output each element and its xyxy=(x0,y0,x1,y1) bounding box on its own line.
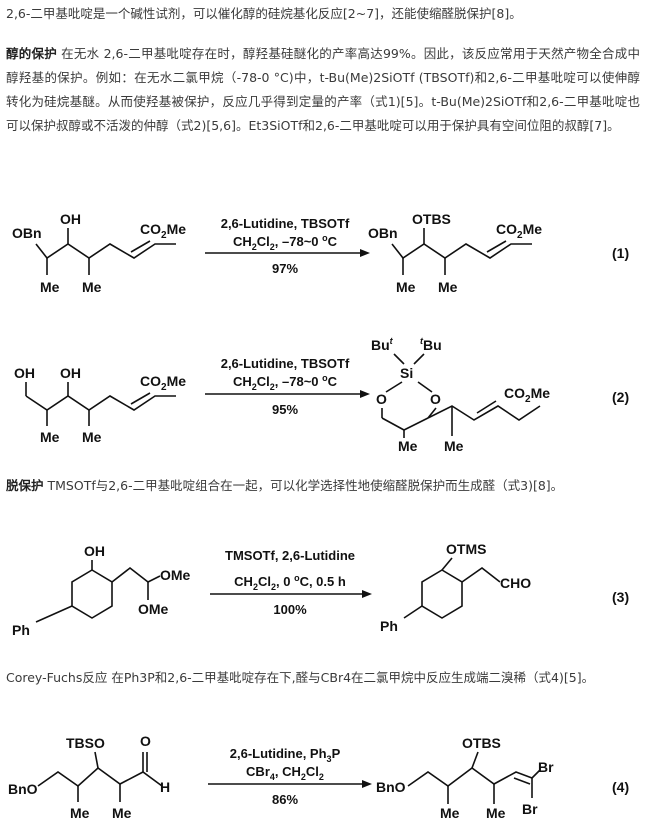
label-otms: OTMS xyxy=(446,541,486,557)
label-ph-product: Ph xyxy=(380,618,398,634)
label-me-1: Me xyxy=(40,279,60,295)
label-me-2: Me xyxy=(112,805,132,821)
label-me-2: Me xyxy=(82,429,102,445)
solvent-text: CH2Cl2, –78~0 oC xyxy=(233,233,338,252)
label-obn-product: OBn xyxy=(368,225,398,241)
label-h: H xyxy=(160,779,170,795)
label-oh: OH xyxy=(60,211,81,227)
label-si: Si xyxy=(400,365,413,381)
label-otbs: OTBS xyxy=(462,735,501,751)
solvent-text: CH2Cl2, 0 oC, 0.5 h xyxy=(234,573,346,592)
reagent-text: 2,6-Lutidine, TBSOTf xyxy=(221,216,350,231)
protection-title: 醇的保护 xyxy=(6,46,57,61)
scheme-4: TBSO O H BnO Me Me 2,6-Lutidine, Ph3P CB… xyxy=(8,733,629,821)
label-me-3: Me xyxy=(440,805,460,821)
label-o-1: O xyxy=(376,391,387,407)
scheme-3-product: Ph OTMS CHO xyxy=(380,541,531,634)
label-ome-2: OMe xyxy=(138,601,169,617)
scheme-2-product: But tBu Si O O Me Me CO2Me xyxy=(371,336,550,454)
scheme-2-conditions: 2,6-Lutidine, TBSOTf CH2Cl2, –78~0 oC 95… xyxy=(205,356,370,417)
label-cho: CHO xyxy=(500,575,531,591)
label-me-3: Me xyxy=(396,279,416,295)
scheme-3-reactant: Ph OH OMe OMe xyxy=(12,543,191,638)
label-oh-2: OH xyxy=(60,365,81,381)
label-co2me: CO2Me xyxy=(140,221,186,241)
label-br-1: Br xyxy=(538,759,554,775)
scheme-1-reactant: OBn OH Me Me CO2Me xyxy=(12,211,186,295)
scheme-3-conditions: TMSOTf, 2,6-Lutidine CH2Cl2, 0 oC, 0.5 h… xyxy=(210,548,372,617)
scheme-1: OBn OH Me Me CO2Me 2,6-Lutidine, TBSOTf … xyxy=(12,211,629,295)
label-oh-1: OH xyxy=(14,365,35,381)
deprotection-text: TMSOTf与2,6-二甲基吡啶组合在一起，可以化学选择性地使缩醛脱保护而生成醛… xyxy=(47,478,564,493)
corey-fuchs-text: 在Ph3P和2,6-二甲基吡啶存在下,醛与CBr4在二氯甲烷中反应生成端二溴稀（… xyxy=(111,670,595,685)
intro-paragraph: 2,6-二甲基吡啶是一个碱性试剂，可以催化醇的硅烷基化反应[2~7]，还能使缩醛… xyxy=(6,6,522,21)
label-tbu-2: tBu xyxy=(420,336,442,353)
scheme-2-reactant: OH OH Me Me CO2Me xyxy=(14,365,186,445)
label-o-2: O xyxy=(430,391,441,407)
label-obn: OBn xyxy=(12,225,42,241)
label-me-1: Me xyxy=(40,429,60,445)
scheme-4-reactant: TBSO O H BnO Me Me xyxy=(8,733,170,821)
label-me-1: Me xyxy=(70,805,90,821)
label-bno: BnO xyxy=(8,781,38,797)
corey-fuchs-paragraph: Corey-Fuchs反应 在Ph3P和2,6-二甲基吡啶存在下,醛与CBr4在… xyxy=(6,666,640,690)
equation-number-2: (2) xyxy=(612,389,629,405)
label-br-2: Br xyxy=(522,801,538,817)
label-me-4: Me xyxy=(438,279,458,295)
reagent-text: 2,6-Lutidine, TBSOTf xyxy=(221,356,350,371)
scheme-1-conditions: 2,6-Lutidine, TBSOTf CH2Cl2, –78~0 oC 97… xyxy=(205,216,370,276)
label-tbu-1: But xyxy=(371,336,394,353)
equation-number-1: (1) xyxy=(612,245,629,261)
equation-number-4: (4) xyxy=(612,779,629,795)
label-me-4: Me xyxy=(444,438,464,454)
label-co2me-product: CO2Me xyxy=(496,221,542,241)
equation-number-3: (3) xyxy=(612,589,629,605)
yield-text: 86% xyxy=(272,792,298,807)
label-tbso: TBSO xyxy=(66,735,105,751)
label-me-2: Me xyxy=(82,279,102,295)
label-co2me: CO2Me xyxy=(140,373,186,393)
label-co2me-product: CO2Me xyxy=(504,385,550,405)
deprotection-paragraph: 脱保护 TMSOTf与2,6-二甲基吡啶组合在一起，可以化学选择性地使缩醛脱保护… xyxy=(6,474,640,498)
protection-paragraph: 醇的保护 在无水 2,6-二甲基吡啶存在时，醇羟基硅醚化的产率高达99%。因此，… xyxy=(6,42,640,138)
label-bno-product: BnO xyxy=(376,779,406,795)
scheme-1-product: OBn OTBS Me Me CO2Me xyxy=(368,211,542,295)
corey-fuchs-title: Corey-Fuchs反应 xyxy=(6,670,108,685)
yield-text: 97% xyxy=(272,261,298,276)
solvent-text: CH2Cl2, –78~0 oC xyxy=(233,373,338,392)
label-o: O xyxy=(140,733,151,749)
scheme-2: OH OH Me Me CO2Me 2,6-Lutidine, TBSOTf C… xyxy=(14,336,629,454)
reagent2-text: CBr4, CH2Cl2 xyxy=(246,764,324,782)
label-otbs: OTBS xyxy=(412,211,451,227)
label-ph: Ph xyxy=(12,622,30,638)
scheme-4-product: OTBS BnO Me Me Br Br xyxy=(376,735,554,821)
reagent-text: TMSOTf, 2,6-Lutidine xyxy=(225,548,355,563)
scheme-4-conditions: 2,6-Lutidine, Ph3P CBr4, CH2Cl2 86% xyxy=(208,746,372,807)
deprotection-title: 脱保护 xyxy=(6,478,44,493)
label-oh: OH xyxy=(84,543,105,559)
label-ome-1: OMe xyxy=(160,567,191,583)
label-me-3: Me xyxy=(398,438,418,454)
protection-text: 在无水 2,6-二甲基吡啶存在时，醇羟基硅醚化的产率高达99%。因此，该反应常用… xyxy=(6,46,640,133)
label-me-4: Me xyxy=(486,805,506,821)
yield-text: 100% xyxy=(273,602,307,617)
reagent-text: 2,6-Lutidine, Ph3P xyxy=(230,746,341,764)
scheme-3: Ph OH OMe OMe TMSOTf, 2,6-Lutidine CH2Cl… xyxy=(12,541,629,638)
yield-text: 95% xyxy=(272,402,298,417)
